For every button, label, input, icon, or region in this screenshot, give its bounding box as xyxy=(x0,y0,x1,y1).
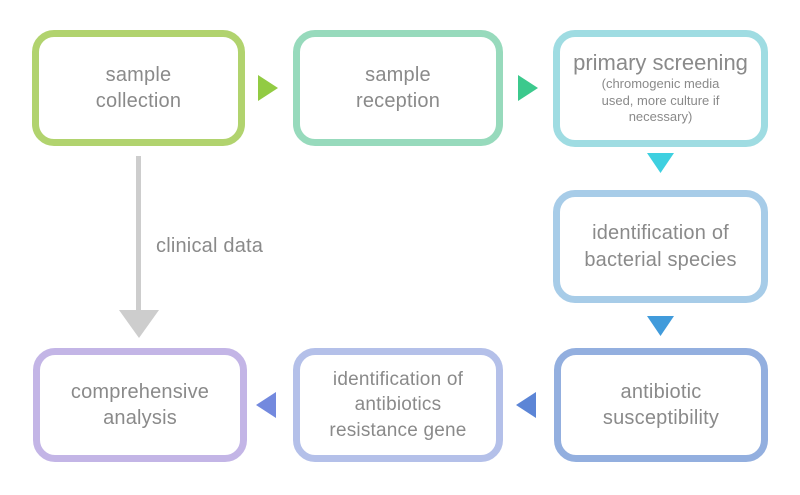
triangle-left-icon xyxy=(516,392,536,418)
node-label: antibiotic susceptibility xyxy=(602,380,720,429)
triangle-down-icon xyxy=(119,310,159,338)
triangle-down-icon xyxy=(647,153,674,173)
node-label: identification of bacterial species xyxy=(584,222,737,271)
node-identification-of-antibiotics-resistance-gene: identification of antibiotics resistance… xyxy=(293,348,503,462)
node-title: primary screening xyxy=(573,49,748,75)
triangle-right-icon xyxy=(258,75,278,101)
node-label: sample collection xyxy=(95,63,182,112)
arrow-reception-to-screening xyxy=(518,75,538,101)
node-sample-collection: sample collection xyxy=(32,30,245,146)
node-sublabel: (chromogenic media used, more culture if… xyxy=(601,75,720,125)
arrow-screening-to-identification xyxy=(647,153,674,173)
arrow-clinical-data xyxy=(119,310,159,338)
node-label: comprehensive analysis xyxy=(70,380,210,429)
node-primary-screening: primary screening (chromogenic media use… xyxy=(553,30,768,147)
clinical-data-label: clinical data xyxy=(156,235,264,257)
triangle-right-icon xyxy=(518,75,538,101)
clinical-data-connector-line xyxy=(136,156,141,312)
triangle-left-icon xyxy=(256,392,276,418)
arrow-susceptibility-to-resistance-gene xyxy=(516,392,536,418)
arrow-collection-to-reception xyxy=(258,75,278,101)
node-antibiotic-susceptibility: antibiotic susceptibility xyxy=(554,348,768,462)
arrow-resistance-gene-to-analysis xyxy=(256,392,276,418)
node-label: identification of antibiotics resistance… xyxy=(329,369,467,441)
node-label: sample reception xyxy=(355,63,441,112)
node-sample-reception: sample reception xyxy=(293,30,503,146)
node-comprehensive-analysis: comprehensive analysis xyxy=(33,348,247,462)
triangle-down-icon xyxy=(647,316,674,336)
node-identification-of-bacterial-species: identification of bacterial species xyxy=(553,190,768,303)
arrow-identification-to-susceptibility xyxy=(647,316,674,336)
